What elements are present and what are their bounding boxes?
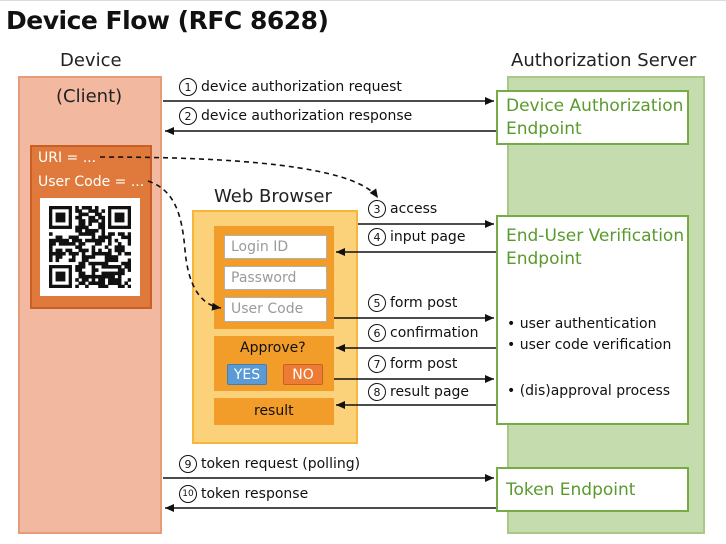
step-2-number: 2 xyxy=(179,107,197,125)
step-5-label: 5 form post xyxy=(368,294,457,312)
bullet-approval-process: • (dis)approval process xyxy=(507,383,671,399)
step-6-label: 6 confirmation xyxy=(368,324,479,342)
end-user-verification-endpoint: End-User Verification Endpoint xyxy=(496,215,689,425)
device-authorization-endpoint: Device Authorization Endpoint xyxy=(496,90,689,145)
step-6-text: confirmation xyxy=(390,325,479,341)
step-1-text: device authorization request xyxy=(201,79,402,95)
device-auth-endpoint-line2: Endpoint xyxy=(506,119,582,139)
approve-prompt: Approve? xyxy=(240,340,306,356)
login-id-field[interactable]: Login ID xyxy=(224,235,327,259)
user-code-label: User Code = ... xyxy=(38,174,145,190)
step-10-text: token response xyxy=(201,486,309,502)
yes-button[interactable]: YES xyxy=(227,364,267,385)
server-heading: Authorization Server xyxy=(511,50,697,71)
title-divider xyxy=(0,0,726,1)
step-7-number: 7 xyxy=(368,355,386,373)
bullet-user-code-verification: • user code verification xyxy=(507,337,672,353)
step-9-label: 9 token request (polling) xyxy=(179,455,360,473)
device-subheading: (Client) xyxy=(56,86,123,107)
token-endpoint: Token Endpoint xyxy=(496,467,689,512)
device-auth-endpoint-line1: Device Authorization xyxy=(506,96,684,116)
step-2-text: device authorization response xyxy=(201,108,413,124)
step-8-label: 8 result page xyxy=(368,383,469,401)
result-label: result xyxy=(254,403,294,419)
step-3-text: access xyxy=(390,201,438,217)
step-10-number: 10 xyxy=(179,485,197,503)
step-7-text: form post xyxy=(390,356,458,372)
step-9-number: 9 xyxy=(179,455,197,473)
verification-endpoint-line1: End-User Verification xyxy=(506,226,685,246)
no-button[interactable]: NO xyxy=(283,364,323,385)
step-8-number: 8 xyxy=(368,383,386,401)
verification-endpoint-line2: Endpoint xyxy=(506,249,582,269)
user-code-field[interactable]: User Code xyxy=(224,297,327,322)
step-3-label: 3 access xyxy=(368,200,437,218)
step-3-number: 3 xyxy=(368,200,386,218)
step-4-number: 4 xyxy=(368,228,386,246)
step-1-label: 1 device authorization request xyxy=(179,78,402,96)
page-title: Device Flow (RFC 8628) xyxy=(6,6,329,35)
token-endpoint-label: Token Endpoint xyxy=(506,480,636,500)
dashed-arrow-code-to-field xyxy=(147,180,222,311)
password-field[interactable]: Password xyxy=(224,266,327,290)
step-9-text: token request (polling) xyxy=(201,456,361,472)
step-8-text: result page xyxy=(390,384,470,400)
qr-code-icon xyxy=(49,206,131,288)
dashed-arrow-uri-to-access xyxy=(99,156,379,199)
step-5-number: 5 xyxy=(368,294,386,312)
step-4-text: input page xyxy=(390,229,466,245)
step-4-label: 4 input page xyxy=(368,228,465,246)
step-1-number: 1 xyxy=(179,78,197,96)
step-7-label: 7 form post xyxy=(368,355,457,373)
step-10-label: 10 token response xyxy=(179,485,308,503)
device-heading: Device xyxy=(60,50,122,71)
step-2-label: 2 device authorization response xyxy=(179,107,412,125)
browser-heading: Web Browser xyxy=(214,186,332,207)
uri-label: URI = ... xyxy=(38,150,97,166)
step-6-number: 6 xyxy=(368,324,386,342)
result-box xyxy=(214,398,334,425)
bullet-user-authentication: • user authentication xyxy=(507,316,657,332)
step-5-text: form post xyxy=(390,295,458,311)
